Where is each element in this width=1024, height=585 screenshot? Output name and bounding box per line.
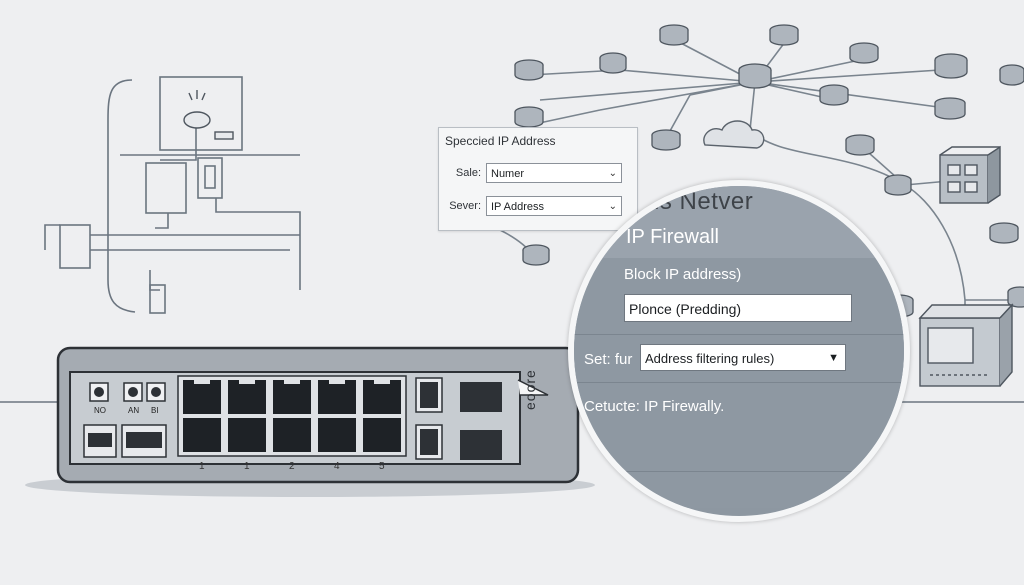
execute-text: Cetucte: IP Firewally. (584, 398, 725, 415)
network-switch (56, 346, 580, 484)
network-nodes (514, 24, 1024, 318)
sale-select-value: Numer (491, 168, 525, 180)
filter-rules-value: Address filtering rules) (645, 351, 775, 366)
sever-select-value: IP Address (491, 201, 544, 213)
magnifier-lens: us Netver IP Firewall Block IP address) … (568, 180, 910, 522)
server-icon (939, 145, 1001, 204)
device-brand: eoore (522, 369, 538, 410)
port-label-no: NO (94, 406, 106, 415)
block-ip-label: Block IP address) (624, 266, 742, 283)
block-ip-input[interactable]: Plonce (Predding) (624, 294, 852, 322)
sever-label: Sever: (449, 200, 481, 212)
port-number: 2 (289, 461, 295, 472)
panel-title: Speccied IP Address (445, 134, 556, 148)
port-number: 1 (244, 461, 250, 472)
divider (574, 334, 904, 335)
sale-label: Sale: (455, 167, 481, 179)
wiring-schematic (44, 76, 301, 314)
panel-row-sale: Sale: Numer ⌄ (439, 163, 637, 185)
lens-header: us Netver IP Firewall (574, 186, 904, 258)
router-icon (183, 90, 234, 140)
port-number: 5 (379, 461, 385, 472)
divider (574, 382, 904, 383)
port-label-an: AN (128, 406, 140, 415)
divider (574, 471, 904, 472)
port-number: 4 (334, 461, 340, 472)
set-label: Set: fur (584, 351, 633, 368)
firewall-title: IP Firewall (626, 226, 719, 248)
chevron-down-icon: ⌄ (608, 168, 617, 179)
filter-rules-dropdown[interactable]: Address filtering rules) ▼ (640, 344, 846, 371)
caret-down-icon: ▼ (828, 352, 839, 364)
port-number: 1 (199, 461, 205, 472)
cloud-icon (703, 120, 765, 149)
network-title: us Netver (646, 188, 754, 215)
sale-select[interactable]: Numer ⌄ (486, 163, 622, 183)
port-label-bi: BI (151, 406, 159, 415)
appliance-icon (918, 303, 1014, 387)
